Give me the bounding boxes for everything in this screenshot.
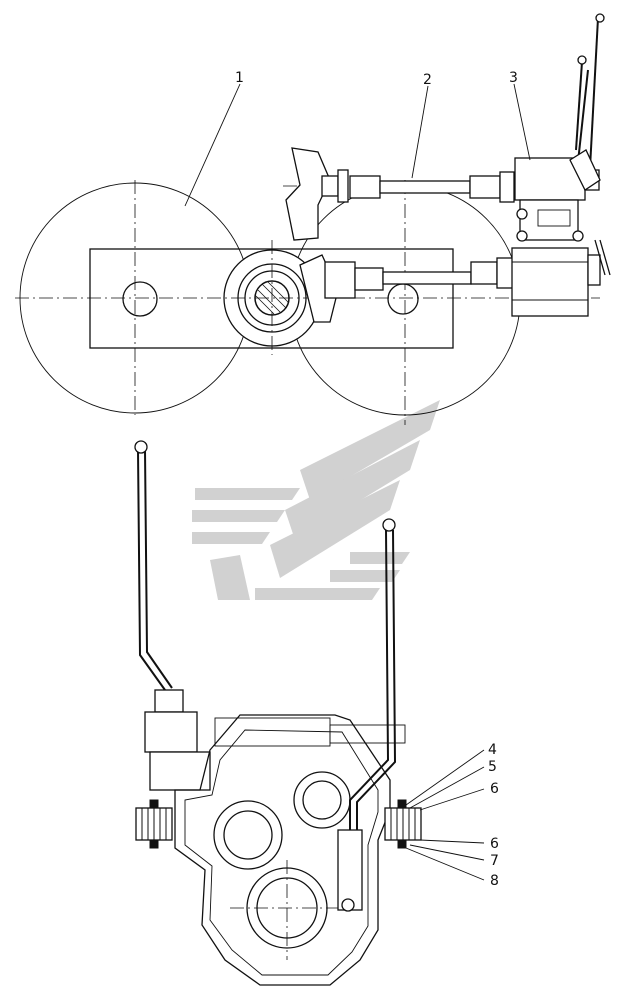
label-2: 2 xyxy=(423,72,432,88)
label-4: 4 xyxy=(488,742,497,758)
watermark-logo xyxy=(192,400,440,600)
gearbox-side xyxy=(134,440,422,986)
label-7: 7 xyxy=(490,853,499,869)
cardan-shaft-upper xyxy=(285,147,515,241)
gearbox-top xyxy=(511,13,611,317)
label-6-lower: 6 xyxy=(490,836,499,852)
leaders-top xyxy=(184,83,531,207)
label-5: 5 xyxy=(488,759,497,775)
label-6-upper: 6 xyxy=(490,781,499,797)
label-3: 3 xyxy=(509,70,518,86)
label-8: 8 xyxy=(490,873,499,889)
cardan-shaft-lower xyxy=(299,254,514,323)
frame-plate xyxy=(89,248,454,349)
leaders-bottom xyxy=(405,749,485,881)
right-bore xyxy=(387,283,419,315)
left-bore xyxy=(122,281,158,317)
label-1: 1 xyxy=(235,70,244,86)
